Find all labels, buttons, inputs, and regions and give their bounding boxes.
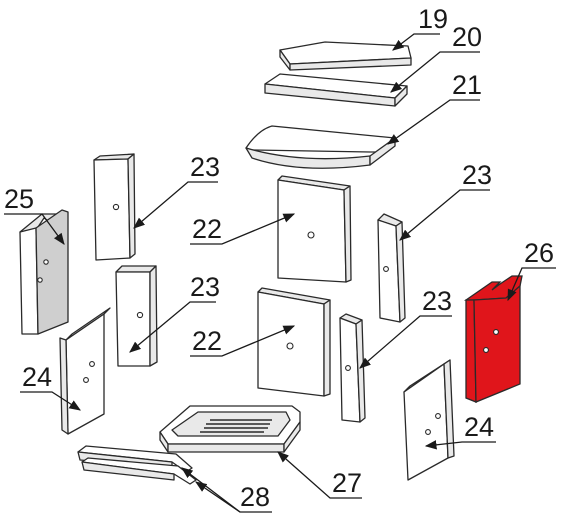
callout-28: 28 [240, 482, 270, 512]
part-22-back-brick-upper [277, 175, 352, 283]
part-23-side-brick-lower-right [339, 313, 366, 423]
part-22-back-brick-lower [257, 287, 331, 397]
callout-24-right: 24 [464, 412, 494, 442]
part-27-grate-tray [159, 405, 301, 453]
callout-27: 27 [332, 468, 362, 498]
callout-23-middle-left: 23 [190, 272, 220, 302]
callout-22-upper: 22 [192, 214, 222, 244]
part-24-side-brick-right [403, 359, 455, 481]
callout-26: 26 [524, 238, 554, 268]
part-19-top-plate [279, 41, 412, 71]
callout-25: 25 [4, 184, 34, 214]
part-24-side-brick-left [59, 307, 111, 435]
part-26-side-brick-highlighted[interactable] [463, 275, 523, 403]
callout-23-upper-right: 23 [462, 160, 492, 190]
part-28-rails [77, 445, 197, 485]
callout-19: 19 [418, 4, 448, 34]
callout-23-lower-right: 23 [422, 286, 452, 316]
callout-20: 20 [452, 22, 482, 52]
leader-lines [4, 33, 556, 513]
part-20-plate [264, 73, 408, 107]
part-25-side-brick-left [19, 209, 69, 335]
callout-23-upper-left: 23 [190, 152, 220, 182]
part-23-side-brick-upper-left [93, 153, 136, 261]
part-23-side-brick-upper-right [377, 213, 406, 323]
callout-labels: 19 20 21 23 23 25 22 26 23 23 22 24 24 2… [4, 4, 554, 512]
part-23-side-brick-middle-left [115, 265, 158, 367]
callout-22-lower: 22 [192, 326, 222, 356]
callout-21: 21 [452, 70, 482, 100]
callout-24-left: 24 [22, 362, 52, 392]
part-21-curved-plate [245, 125, 396, 169]
